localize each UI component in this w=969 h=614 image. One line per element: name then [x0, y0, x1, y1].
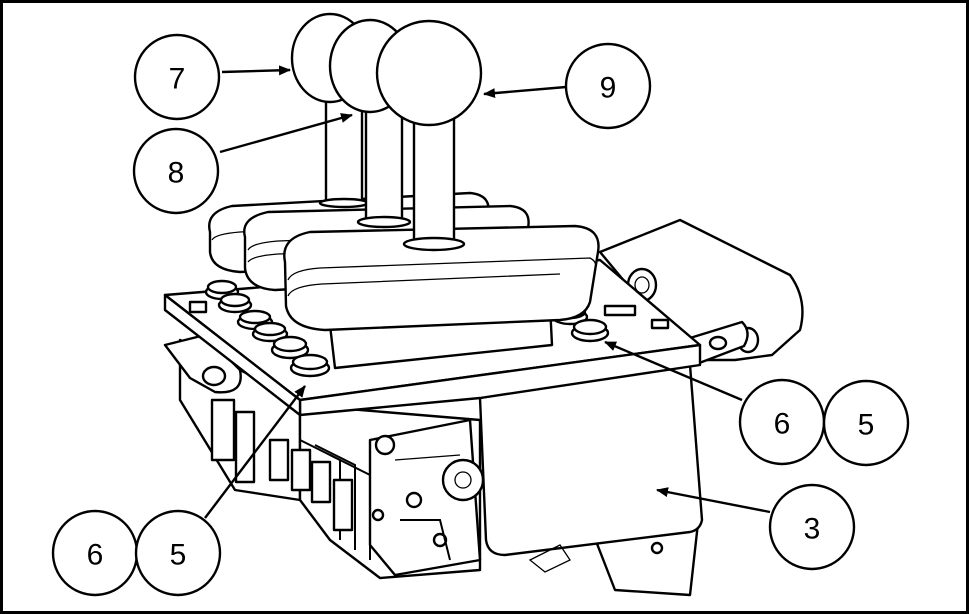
callout-label: 6 [774, 408, 791, 441]
callout-8: 8 [132, 127, 220, 215]
rubber-boot-front [283, 224, 600, 332]
callout-6-right: 6 [738, 378, 826, 466]
screw [251, 321, 289, 343]
leader-lines [204, 65, 771, 519]
leader-line-9 [483, 85, 567, 99]
callout-3: 3 [768, 483, 856, 571]
screw [204, 279, 240, 301]
cover-plate [478, 363, 704, 597]
callout-5-left: 5 [134, 509, 222, 597]
leader-line-7 [221, 65, 291, 76]
mechanism-body [163, 333, 485, 580]
leader-line-8 [219, 113, 353, 154]
callout-label: 8 [168, 157, 185, 190]
callout-label: 7 [169, 63, 186, 96]
screw [570, 318, 610, 343]
callout-label: 3 [804, 513, 821, 546]
leader-line-3 [656, 487, 771, 514]
callout-label: 5 [858, 409, 875, 442]
screw [270, 335, 310, 360]
callout-5-right: 5 [822, 379, 910, 467]
callout-label: 6 [87, 539, 104, 572]
joystick-handle-9 [375, 19, 483, 252]
callout-label: 5 [170, 539, 187, 572]
screw [289, 353, 331, 378]
callout-label: 9 [600, 72, 617, 105]
callout-7: 7 [133, 33, 221, 121]
callout-9: 9 [564, 42, 652, 130]
leader-line-6-left [204, 385, 306, 519]
leader-line-6-right [604, 340, 743, 402]
screw [217, 292, 253, 314]
callout-6-left: 6 [51, 509, 139, 597]
